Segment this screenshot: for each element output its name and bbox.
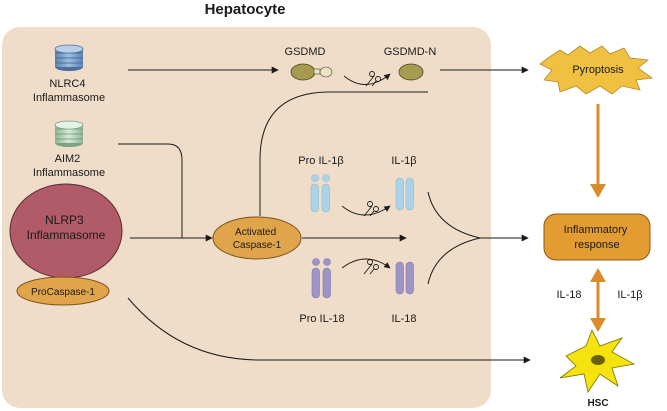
pyroptosis-burst <box>539 45 654 95</box>
hepatocyte-title: Hepatocyte <box>205 1 286 18</box>
hsc-label: HSC <box>587 398 608 409</box>
orange-arrows <box>590 104 606 332</box>
pro-il18-icon <box>311 258 331 299</box>
cleavage-scissors-icon-il1b <box>341 201 391 217</box>
cleavage-scissors-icon-il18 <box>341 258 391 275</box>
aim2-label-line2: Inflammasome <box>33 167 105 179</box>
nlrc4-label-line1: NLRC4 <box>49 78 85 90</box>
pyroptosis-label: Pyroptosis <box>572 64 624 76</box>
cleavage-scissors-icon-gsdmd <box>343 71 391 87</box>
gsdmd-icon <box>290 63 333 81</box>
pro-il1b-label: Pro IL-1β <box>298 155 343 167</box>
il1b-icon <box>395 177 414 211</box>
inflammatory-response-box <box>543 213 651 261</box>
gsdmd-label: GSDMD <box>285 46 326 58</box>
caspase-label-line2: Caspase-1 <box>233 240 282 251</box>
svg-text:NLRP3 Inflammasome: NLRP3 Inflammasome <box>27 213 106 242</box>
gsdmd-n-icon <box>398 63 424 81</box>
nlrp3-label-line2: Inflammasome <box>27 228 106 242</box>
edge-il18-label: IL-18 <box>556 289 581 301</box>
svg-text:Inflammatory response: Inflammatory response <box>564 224 631 251</box>
svg-text:Activated Caspase-1: Activated Caspase-1 <box>233 227 282 251</box>
hsc-nucleus <box>591 355 605 365</box>
inflammatory-label-line2: response <box>574 239 619 251</box>
pro-il18-label: Pro IL-18 <box>299 313 344 325</box>
aim2-inflammasome-icon <box>54 120 84 147</box>
caspase-label-line1: Activated <box>235 227 276 238</box>
il1b-label: IL-1β <box>391 155 416 167</box>
inflammatory-label-line1: Inflammatory <box>564 224 628 236</box>
aim2-label-line1: AIM2 <box>55 153 81 165</box>
edge-il1b-label: IL-1β <box>617 289 642 301</box>
pro-il1b-icon <box>310 174 330 213</box>
pathway-arrows <box>118 66 531 364</box>
procaspase-ellipse <box>16 276 110 306</box>
svg-text:AIM2 Inflammasome: AIM2 Inflammasome <box>33 153 105 179</box>
gsdmd-n-label: GSDMD-N <box>384 46 437 58</box>
il18-icon <box>395 261 414 295</box>
svg-text:NLRC4 Inflammasome: NLRC4 Inflammasome <box>33 78 105 104</box>
procaspase-label: ProCaspase-1 <box>31 287 95 298</box>
il18-label: IL-18 <box>391 313 416 325</box>
activated-caspase-ellipse <box>212 216 302 260</box>
nlrp3-label-line1: NLRP3 <box>45 213 84 227</box>
nlrc4-inflammasome-icon <box>54 44 84 71</box>
nlrc4-label-line2: Inflammasome <box>33 92 105 104</box>
